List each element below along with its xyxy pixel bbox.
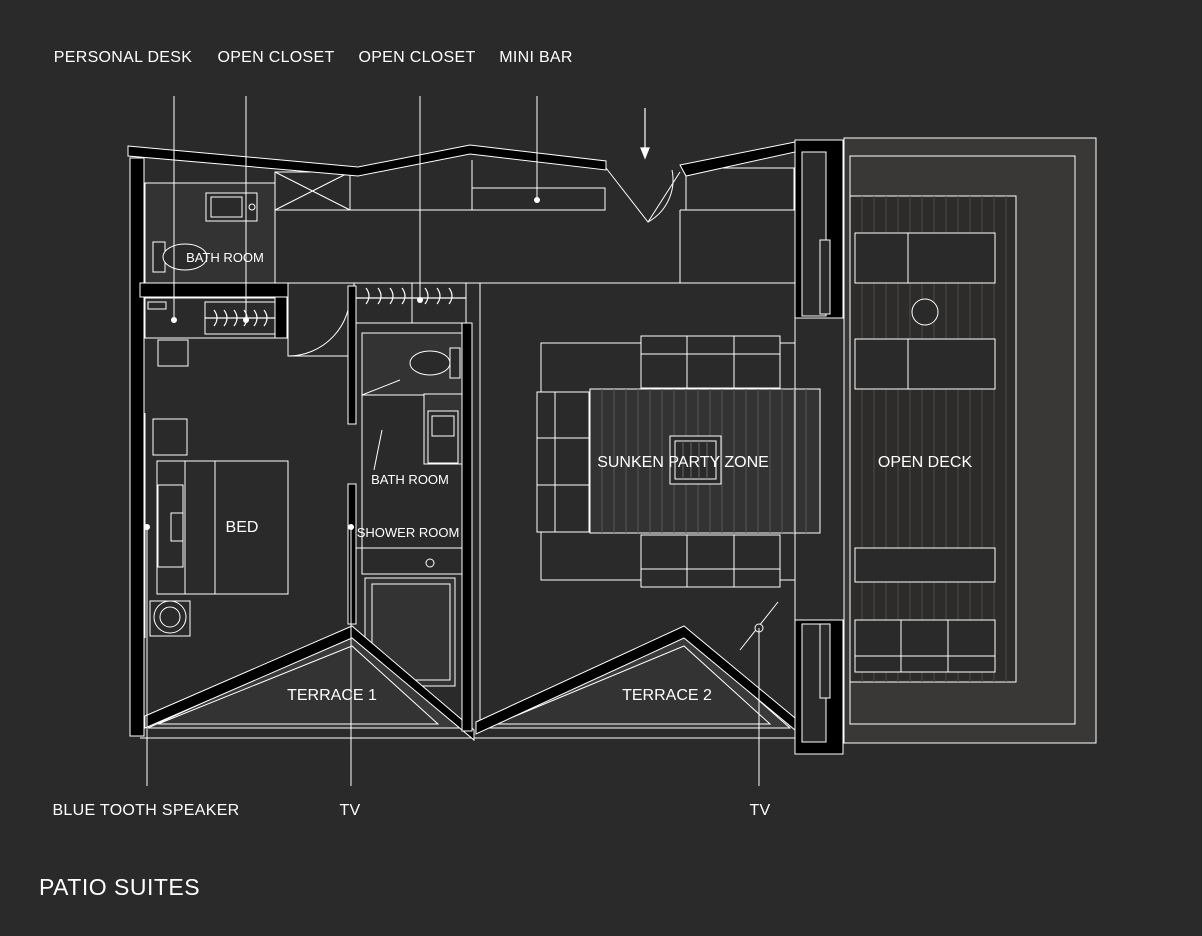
callout-mini-bar: MINI BAR [499, 49, 573, 66]
party-coffee-table [669, 435, 722, 485]
terraces [140, 633, 795, 739]
label-open-deck: OPEN DECK [878, 454, 973, 471]
sunken-party-zone-area [536, 335, 821, 588]
exterior-walls [127, 139, 844, 755]
label-bath-room-2: BATH ROOM [371, 472, 449, 487]
callout-bluetooth-speaker: BLUE TOOTH SPEAKER [52, 802, 240, 819]
callout-open-closet-1: OPEN CLOSET [217, 49, 335, 66]
callout-personal-desk: PERSONAL DESK [53, 49, 193, 66]
deck-round-table [911, 298, 939, 326]
label-terrace-2: TERRACE 2 [622, 687, 712, 704]
label-shower-room: SHOWER ROOM [357, 525, 460, 540]
plan-title: PATIO SUITES [39, 874, 201, 900]
callout-tv-2: TV [749, 802, 771, 819]
label-sunken-party-zone: SUNKEN PARTY ZONE [597, 454, 769, 471]
entry-arrow [640, 108, 650, 160]
party-sofa [536, 335, 781, 588]
callout-leaders [146, 96, 760, 786]
open-deck-area [843, 137, 1097, 744]
label-bed: BED [226, 519, 259, 536]
label-terrace-1: TERRACE 1 [287, 687, 377, 704]
callout-open-closet-2: OPEN CLOSET [358, 49, 476, 66]
callout-dots [144, 197, 540, 530]
callout-tv-1: TV [339, 802, 361, 819]
deck-lounge-seating [854, 232, 996, 673]
label-bath-room-1: BATH ROOM [186, 250, 264, 265]
